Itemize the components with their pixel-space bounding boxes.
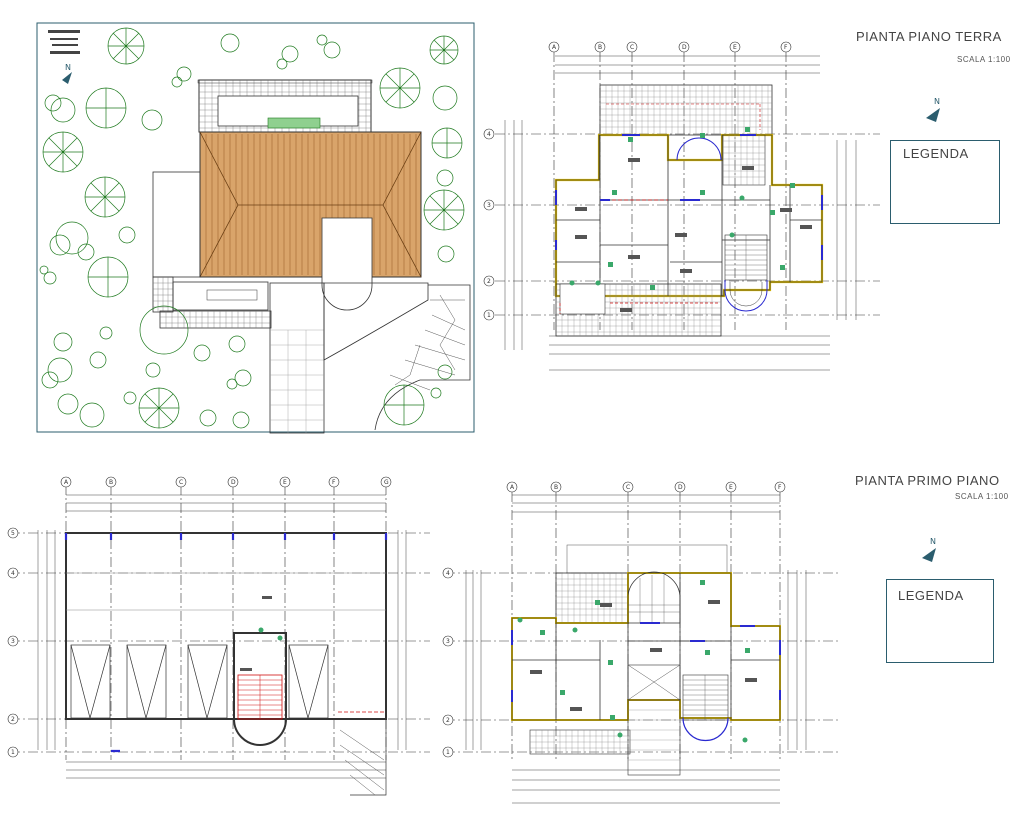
- first-floor-grid-row-markers: 4 3 2 1: [442, 567, 454, 758]
- basement-row-1: 1: [11, 749, 15, 756]
- grid-column-markers: A B C D E F: [548, 41, 792, 53]
- first-floor-title: PIANTA PRIMO PIANO: [855, 473, 1000, 488]
- first-floor-col-b: B: [554, 484, 558, 491]
- basement-row-3: 3: [11, 638, 15, 645]
- site-plan-title-marks: [48, 30, 80, 54]
- grid-row-2: 2: [487, 278, 491, 285]
- grid-col-c: C: [630, 44, 634, 51]
- site-plan: N: [36, 22, 475, 434]
- first-floor-row-1: 1: [446, 749, 450, 756]
- svg-text:N: N: [65, 63, 71, 72]
- first-floor-col-d: D: [678, 484, 683, 491]
- first-floor-col-a: A: [510, 484, 515, 491]
- grid-row-4: 4: [487, 131, 491, 138]
- ground-floor-scale: SCALA 1:100: [957, 55, 1011, 64]
- svg-text:N: N: [930, 537, 936, 546]
- first-floor-col-c: C: [626, 484, 630, 491]
- first-floor-row-2: 2: [446, 717, 450, 724]
- grid-col-d: D: [682, 44, 687, 51]
- grid-col-e: E: [733, 44, 737, 51]
- basement-grid-column-markers: A B C D E F G: [60, 476, 392, 488]
- site-building: [152, 79, 471, 434]
- first-floor-grid-column-markers: A B C D E F: [506, 481, 786, 493]
- first-floor-row-3: 3: [446, 638, 450, 645]
- north-arrow-icon: N: [926, 97, 940, 122]
- basement-col-e: E: [283, 479, 287, 486]
- basement-row-2: 2: [11, 716, 15, 723]
- basement-col-b: B: [109, 479, 113, 486]
- grid-row-1: 1: [487, 312, 491, 319]
- first-floor-scale: SCALA 1:100: [955, 492, 1009, 501]
- north-arrow-icon: N: [922, 537, 936, 562]
- ground-floor-plan: A B C D E F 4 3 2 1: [483, 41, 880, 371]
- ground-floor-title: PIANTA PIANO TERRA: [856, 29, 1002, 44]
- svg-text:N: N: [934, 97, 940, 106]
- first-floor-col-f: F: [778, 484, 782, 491]
- grid-col-b: B: [598, 44, 602, 51]
- basement-row-5: 5: [11, 530, 15, 537]
- legend-title-first: LEGENDA: [898, 588, 964, 603]
- first-floor-row-4: 4: [446, 570, 450, 577]
- basement-col-g: G: [384, 479, 389, 486]
- basement-row-4: 4: [11, 570, 15, 577]
- grid-row-markers: 4 3 2 1: [483, 128, 495, 321]
- legend-title-ground: LEGENDA: [903, 146, 969, 161]
- tree-icon: [39, 27, 465, 429]
- basement-col-d: D: [231, 479, 236, 486]
- legend-box-ground: [890, 140, 1000, 224]
- basement-col-c: C: [179, 479, 183, 486]
- north-arrow-icon: N: [62, 63, 72, 84]
- first-floor-col-e: E: [729, 484, 733, 491]
- grid-col-f: F: [784, 44, 788, 51]
- basement-col-a: A: [64, 479, 69, 486]
- grid-row-3: 3: [487, 202, 491, 209]
- first-floor-plan: A B C D E F 4 3 2 1: [442, 481, 840, 804]
- basement-col-f: F: [332, 479, 336, 486]
- basement-plan: A B C D E F G 5 4 3 2 1: [7, 476, 430, 796]
- grid-col-a: A: [552, 44, 557, 51]
- legend-box-first: [886, 579, 994, 663]
- basement-grid-row-markers: 5 4 3 2 1: [7, 527, 19, 758]
